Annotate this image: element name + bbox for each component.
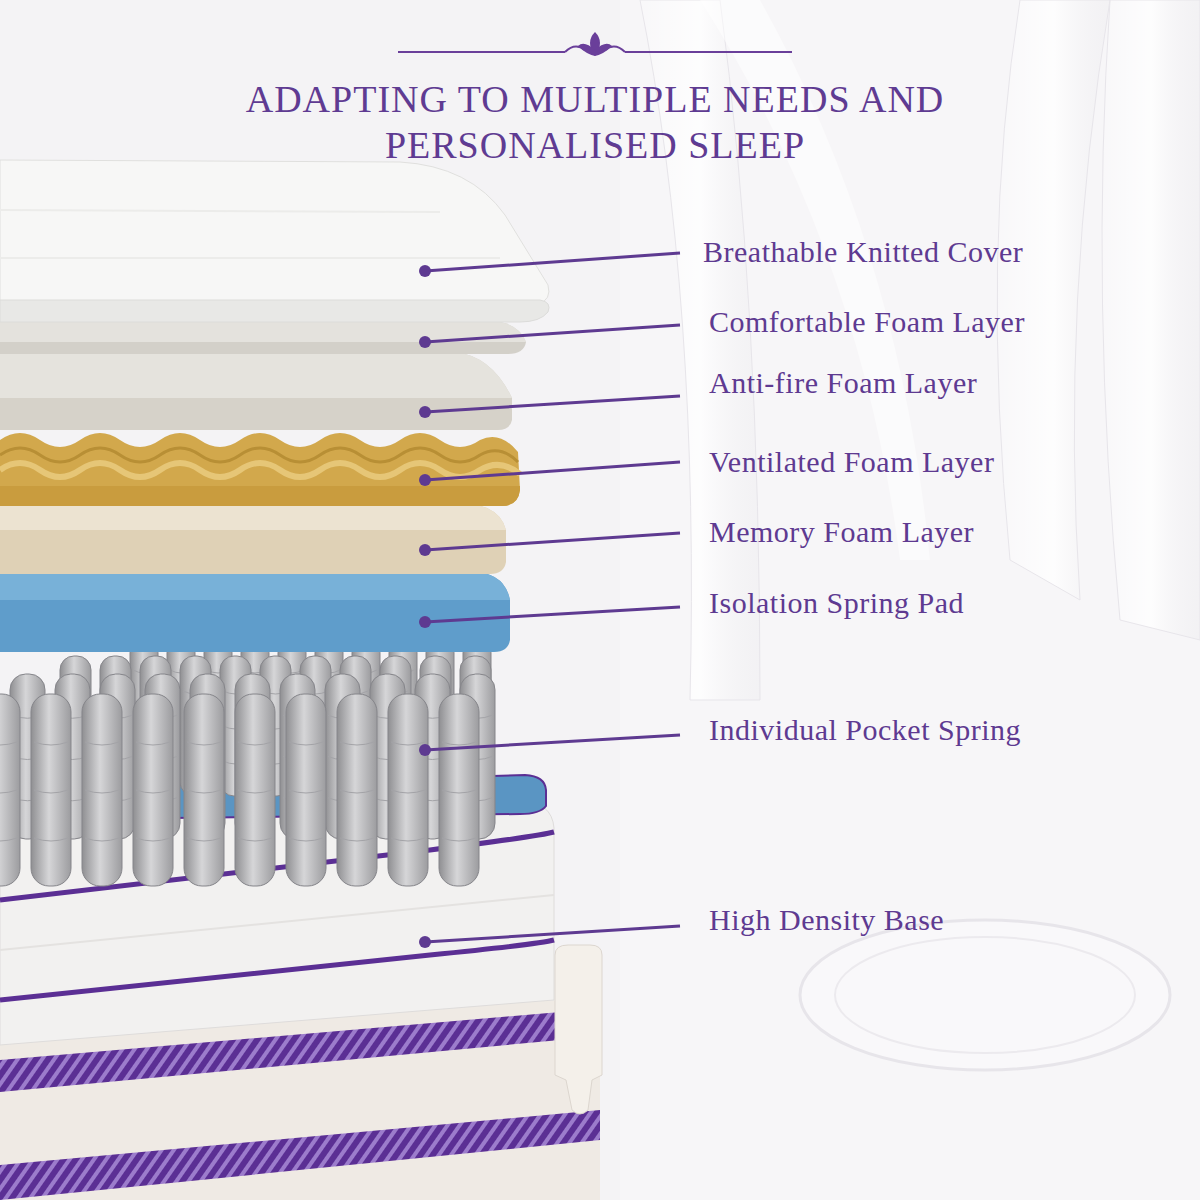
layer-label: High Density Base (709, 900, 944, 940)
leader-line (425, 607, 680, 622)
leader-line (425, 396, 680, 412)
leader-dot (419, 544, 431, 556)
knitted-cover (0, 160, 549, 304)
memory-foam-top (0, 504, 506, 530)
rug (835, 937, 1135, 1053)
layer-label: Memory Foam Layer (709, 512, 974, 552)
pocket-springs (0, 640, 495, 886)
spring-seam (238, 742, 272, 841)
spring-seam (340, 742, 374, 841)
ornament-leaf (578, 44, 612, 56)
spring-seam (289, 742, 323, 841)
spring-pocket (337, 694, 377, 886)
leader-line (425, 253, 680, 271)
curtain (997, 0, 1110, 600)
ventilated-foam-front (0, 486, 520, 506)
spring-seam (391, 742, 425, 841)
leader-line (425, 533, 680, 550)
piping (0, 940, 554, 1000)
leader-dot (419, 265, 431, 277)
title: ADAPTING TO MULTIPLE NEEDS AND PERSONALI… (150, 76, 1040, 168)
ventilated-foam (0, 433, 520, 506)
pocket-spring (388, 694, 428, 886)
egg-crate-ridge (0, 448, 518, 462)
leader-line (425, 926, 680, 942)
egg-crate-ridge (0, 463, 520, 477)
spring-pocket (388, 694, 428, 886)
leader-dots (419, 265, 431, 948)
pocket-spring (184, 694, 224, 886)
pocket-spring (439, 694, 479, 886)
pocket-spring (286, 694, 326, 886)
pocket-spring (31, 694, 71, 886)
comfort-foam-top (0, 322, 526, 342)
quilt-line (0, 210, 500, 258)
pocket-spring (337, 694, 377, 886)
spring-seam (34, 742, 68, 841)
spring-seam (442, 742, 476, 841)
spring-seam (136, 742, 170, 841)
spring-pocket (286, 694, 326, 886)
spring-seam (187, 742, 221, 841)
leader-dot (419, 936, 431, 948)
knitted-cover-edge (0, 300, 549, 322)
spring-pocket (439, 694, 479, 886)
spring-pocket (0, 694, 20, 886)
comfort-foam (0, 322, 526, 354)
bed-post (555, 945, 602, 1114)
leader-dot (419, 744, 431, 756)
spring-seam (85, 742, 119, 841)
pocket-spring (82, 694, 122, 886)
spring-pocket (235, 694, 275, 886)
leader-dot (419, 474, 431, 486)
layer-label: Isolation Spring Pad (709, 583, 964, 623)
leader-line (425, 325, 680, 342)
anti-fire-foam (0, 352, 512, 430)
layer-label: Comfortable Foam Layer (709, 302, 1025, 342)
memory-foam (0, 504, 506, 574)
anti-fire-foam-top (0, 352, 512, 398)
curtain (1102, 0, 1200, 640)
layer-label: Breathable Knitted Cover (703, 232, 1023, 272)
leader-dot (419, 616, 431, 628)
layer-label: Anti-fire Foam Layer (709, 363, 977, 403)
quilt-line (0, 895, 554, 950)
striped-band (0, 1110, 600, 1200)
spring-pocket (133, 694, 173, 886)
layer-label: Individual Pocket Spring (709, 710, 1021, 750)
room-wall (620, 0, 1200, 1200)
leader-line (425, 462, 680, 480)
pocket-spring (133, 694, 173, 886)
leader-line (425, 735, 680, 750)
isolation-pad-top (0, 572, 510, 600)
layer-label: Ventilated Foam Layer (709, 442, 994, 482)
pocket-spring (235, 694, 275, 886)
spring-pocket (184, 694, 224, 886)
spring-pocket (82, 694, 122, 886)
leader-dot (419, 406, 431, 418)
rug (800, 920, 1170, 1070)
leader-dot (419, 336, 431, 348)
isolation-pad (0, 572, 510, 652)
pocket-spring (0, 694, 20, 886)
spring-seam (0, 742, 17, 841)
spring-pocket (31, 694, 71, 886)
leader-lines (425, 253, 680, 942)
